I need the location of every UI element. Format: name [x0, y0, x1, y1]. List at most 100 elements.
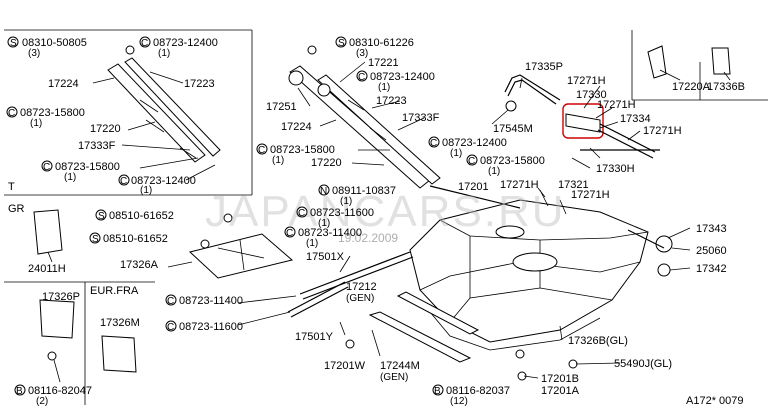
label-q1j: (1)	[318, 218, 330, 229]
svg-text:S: S	[98, 211, 105, 222]
label-q12: (12)	[450, 396, 468, 407]
svg-text:B: B	[16, 386, 23, 397]
label-p17224a: 17224	[48, 78, 79, 90]
label-c0872312400c: 08723-12400	[370, 71, 435, 83]
label-p17244m: 17244M	[380, 360, 420, 372]
label-p17220b: 17220	[311, 157, 342, 169]
label-s0831050805: 08310-50805	[22, 37, 87, 49]
label-c0872311400b: 08723-11400	[179, 295, 243, 307]
label-p17223a: 17223	[184, 78, 215, 90]
label-p17271hd: 17271H	[500, 179, 539, 191]
label-p17343: 17343	[696, 223, 727, 235]
label-p17201ba: 17201B	[541, 373, 579, 385]
svg-text:B: B	[434, 386, 441, 397]
svg-text:C: C	[258, 145, 265, 156]
leader-lines	[47, 61, 731, 383]
label-p17336b: 17336B	[707, 81, 745, 93]
svg-text:C: C	[358, 72, 365, 83]
box-label-eur: EUR.FRA	[90, 285, 139, 297]
box-label-gr: GR	[8, 203, 25, 215]
label-b0811682037: 08116-82037	[446, 385, 510, 397]
label-p17321: 17321	[558, 179, 589, 191]
svg-text:C: C	[43, 162, 50, 173]
label-p17223b: 17223	[376, 95, 407, 107]
label-q1c: (1)	[64, 172, 76, 183]
label-q1f: (1)	[272, 155, 284, 166]
label-p24011h: 24011H	[28, 263, 66, 275]
label-p17271hc: 17271H	[643, 125, 682, 137]
label-q1d: (1)	[140, 185, 152, 196]
label-c0872311600a: 08723-11600	[310, 207, 374, 219]
svg-text:S: S	[10, 38, 17, 49]
label-p17501x: 17501X	[306, 251, 345, 263]
label-p17220ab: 17220A	[672, 81, 711, 93]
label-p17271he: 17271H	[571, 189, 610, 201]
svg-text:C: C	[430, 138, 437, 149]
vent-hose-assembly	[504, 74, 660, 215]
svg-text:C: C	[167, 322, 174, 333]
label-p55490jgl: 55490J(GL)	[614, 358, 672, 370]
watermark: JAPANCARS.RU	[205, 187, 566, 236]
label-p17221: 17221	[368, 57, 399, 69]
label-p17342: 17342	[696, 263, 727, 275]
label-q1i: (1)	[340, 196, 352, 207]
label-p17545m: 17545M	[493, 123, 533, 135]
svg-text:C: C	[286, 228, 293, 239]
label-q1k: (1)	[306, 238, 318, 249]
label-p17333fa: 17333F	[78, 140, 116, 152]
label-p17212gen: 17212	[346, 281, 377, 293]
label-p17501y: 17501Y	[295, 331, 334, 343]
label-c0872312400d: 08723-12400	[442, 137, 507, 149]
callout-symbols: S C C C C S C C C C N C C S S C C B B	[6, 36, 478, 397]
box-frames	[4, 29, 768, 405]
label-p17201: 17201	[458, 181, 489, 193]
box-label-t: T	[8, 181, 15, 193]
label-c0872312400b: 08723-12400	[131, 175, 196, 187]
label-q1h: (1)	[488, 166, 500, 177]
label-p17326m: 17326M	[100, 317, 140, 329]
svg-text:C: C	[167, 296, 174, 307]
svg-text:C: C	[120, 176, 127, 187]
label-q3a: (3)	[28, 48, 40, 59]
label-p17326a: 17326A	[120, 259, 159, 271]
tank-straps	[287, 251, 480, 363]
part-labels: 08310-50805 (3) 08723-12400 (1) 17224 17…	[20, 37, 745, 407]
label-p17201w: 17201W	[324, 360, 366, 372]
label-p17201a: 17201A	[541, 385, 580, 397]
label-p17220a: 17220	[90, 123, 121, 135]
label-q2: (2)	[36, 396, 48, 407]
label-q1g: (1)	[450, 148, 462, 159]
label-q1e: (1)	[378, 82, 390, 93]
label-p17334: 17334	[620, 113, 651, 125]
label-p17326p: 17326P	[42, 291, 80, 303]
label-n0891110837: 08911-10837	[332, 185, 396, 197]
filler-neck-assembly	[107, 57, 521, 209]
label-p25060: 25060	[696, 245, 727, 257]
label-p17335p: 17335P	[525, 61, 563, 73]
label-p17333fb: 17333F	[402, 112, 440, 124]
label-b0811682047: 08116-82047	[28, 385, 92, 397]
label-p17271hb: 17271H	[597, 99, 636, 111]
svg-text:C: C	[298, 208, 305, 219]
label-q3b: (3)	[356, 48, 368, 59]
label-p17330h: 17330H	[596, 163, 635, 175]
svg-text:C: C	[141, 38, 148, 49]
label-c0872312400a: 08723-12400	[153, 37, 218, 49]
label-s0851061652a: 08510-61652	[109, 210, 174, 222]
label-c0872315800d: 08723-15800	[480, 155, 545, 167]
label-c0872315800c: 08723-15800	[270, 144, 335, 156]
figure-id: A172* 0079	[686, 395, 744, 407]
svg-text:N: N	[320, 186, 327, 197]
highlight-ring	[562, 103, 604, 139]
label-gen2: (GEN)	[380, 372, 408, 383]
label-p17271ha: 17271H	[567, 75, 606, 87]
label-s0831061226: 08310-61226	[349, 37, 414, 49]
label-p17224b: 17224	[281, 121, 312, 133]
label-q1b: (1)	[30, 118, 42, 129]
label-c0872315800a: 08723-15800	[20, 107, 85, 119]
label-c0872311600b: 08723-11600	[179, 321, 243, 333]
label-p17251: 17251	[266, 101, 297, 113]
svg-text:S: S	[338, 38, 345, 49]
